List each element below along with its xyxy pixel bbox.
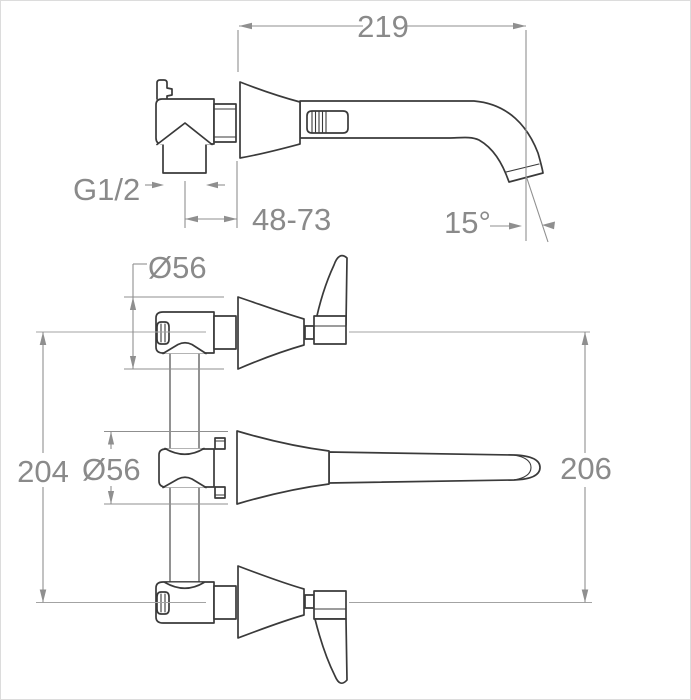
side-view	[155, 79, 544, 183]
top-handle-unit	[156, 254, 348, 370]
dim-204-label: 204	[17, 454, 69, 489]
dim-middle-escutcheon: Ø56	[82, 430, 228, 505]
connector-tube-upper	[169, 353, 200, 449]
dim-o56mid-arrow-up	[107, 431, 115, 445]
dim-219-label: 219	[357, 9, 409, 44]
side-spout-tip-inner-line	[505, 163, 540, 173]
dim-219-arrow-left	[239, 22, 252, 30]
side-connector-nut	[306, 110, 349, 134]
dim-204-arrow-up	[39, 332, 47, 345]
side-escutcheon	[239, 81, 301, 159]
side-inlet-pipe	[162, 140, 207, 174]
dim-15-angle-line	[525, 176, 549, 243]
dim-15-arrow-right	[542, 221, 555, 230]
dim-g12-arrow-right	[206, 181, 218, 189]
dim-4873-arrow-left	[185, 215, 198, 223]
tube-lower-top-cap	[162, 476, 207, 489]
dim-o56top-arrow-down	[129, 356, 137, 369]
bottom-adapter	[213, 585, 237, 620]
top-adapter	[213, 315, 237, 350]
tube-upper-top-cap	[162, 341, 207, 355]
middle-body-screw-tab-bottom	[214, 486, 226, 499]
top-handle-hub	[313, 315, 347, 345]
front-spout-tip-inner-arc	[513, 454, 532, 481]
dim-219-arrow-right	[513, 22, 526, 30]
dim-handle-spacing-left: 204	[17, 332, 69, 603]
middle-spout-unit	[236, 430, 541, 505]
side-inlet-peak	[156, 122, 213, 146]
front-view	[155, 254, 541, 685]
dim-o56top-label: Ø56	[148, 250, 207, 285]
dimensions: 219 G1/2 48-73 15°	[17, 9, 612, 603]
dim-4873-arrow-right	[224, 215, 237, 223]
middle-escutcheon	[236, 430, 330, 505]
dim-spout-angle: 15°	[444, 176, 555, 243]
top-handle-stem	[304, 325, 315, 340]
bottom-escutcheon	[237, 565, 305, 639]
top-body-screw	[156, 321, 170, 345]
side-spout	[299, 100, 544, 183]
bottom-handle-stem	[304, 594, 315, 609]
connector-tube-lower	[169, 487, 200, 583]
bottom-handle-lever	[314, 618, 348, 685]
side-connector-nut-knurling	[311, 110, 327, 134]
dim-g12-label: G1/2	[73, 172, 140, 207]
dim-spout-reach: 219	[237, 9, 527, 241]
dim-g12-arrow-left	[152, 181, 164, 189]
dim-204-arrow-down	[39, 589, 47, 603]
side-adapter-detail-lines	[213, 108, 237, 138]
dim-o56mid-arrow-down	[107, 491, 115, 504]
dim-15-arrow-left	[509, 222, 522, 230]
dim-top-escutcheon: Ø56	[124, 250, 224, 370]
dim-206-arrow-down	[581, 589, 589, 603]
dim-inlet-thread: G1/2	[73, 172, 225, 207]
dim-wall-depth: 48-73	[184, 161, 331, 237]
top-body-screw-slots	[160, 323, 166, 343]
bottom-handle-unit	[156, 565, 348, 685]
side-adapter	[213, 103, 237, 143]
dim-15-label: 15°	[444, 205, 491, 240]
dim-4873-label: 48-73	[252, 202, 331, 237]
tube-upper-bottom-cap	[164, 447, 205, 456]
dim-o56mid-label: Ø56	[82, 452, 141, 487]
dim-206-label: 206	[560, 451, 612, 486]
top-escutcheon	[237, 296, 305, 370]
dim-handle-spacing-right: 206	[560, 332, 612, 603]
dim-206-arrow-up	[581, 332, 589, 345]
bottom-handle-hub	[313, 590, 347, 620]
middle-body-screw-tab-top	[214, 437, 226, 450]
top-handle-lever	[314, 254, 348, 326]
tube-lower-bottom-cap	[164, 581, 205, 590]
dim-o56top-arrow-up	[129, 297, 137, 310]
side-bleed-valve-tab	[156, 79, 173, 100]
front-spout-tube	[328, 451, 541, 484]
